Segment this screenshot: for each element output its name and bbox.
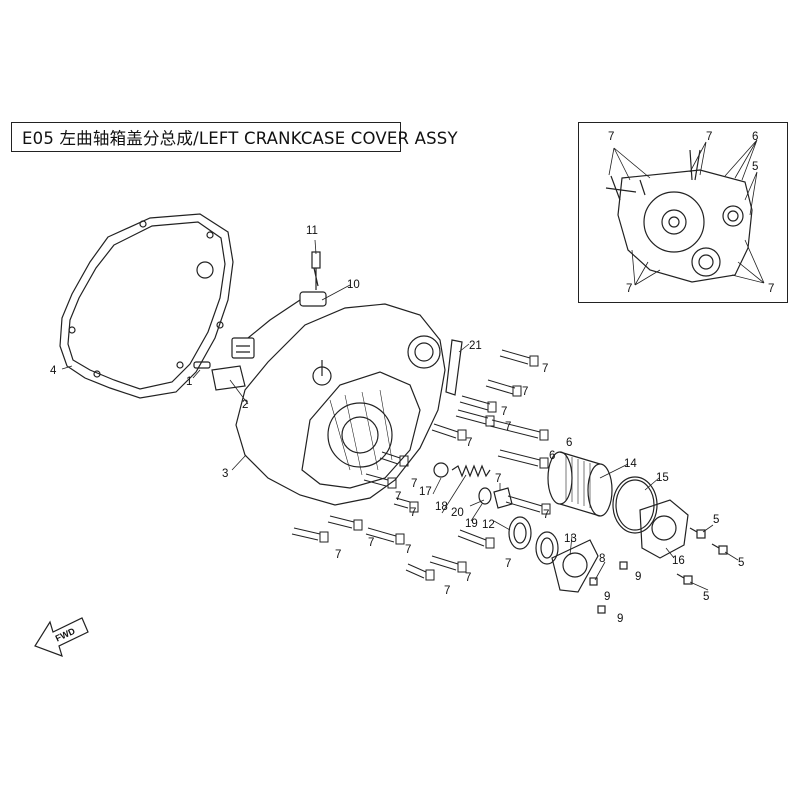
callout-19: 19 — [465, 518, 478, 530]
callout-7: 7 — [501, 406, 507, 418]
callout-16: 16 — [672, 555, 685, 567]
callout-7: 7 — [505, 558, 511, 570]
callout-2: 2 — [242, 399, 248, 411]
inset-callout: 6 — [752, 131, 758, 143]
callout-9: 9 — [617, 613, 623, 625]
callout-7: 7 — [522, 386, 528, 398]
leader-lines — [61, 239, 739, 591]
dowel-pin — [193, 361, 211, 369]
relief-valve-ball — [433, 462, 449, 478]
fwd-label: FWD — [54, 626, 77, 644]
callout-7: 7 — [368, 537, 374, 549]
inset-callout: 7 — [706, 131, 712, 143]
callout-17: 17 — [419, 486, 432, 498]
inset-callout: 7 — [768, 283, 774, 295]
callout-9: 9 — [635, 571, 641, 583]
oil-filter — [547, 451, 613, 517]
callout-4: 4 — [50, 365, 57, 377]
callout-7: 7 — [466, 437, 472, 449]
callout-13: 13 — [564, 533, 577, 545]
inset-callout: 7 — [626, 283, 632, 295]
callout-5: 5 — [738, 557, 744, 569]
callout-1: 1 — [186, 376, 192, 388]
retaining-plate — [445, 339, 463, 396]
callout-5: 5 — [713, 514, 719, 526]
callout-14: 14 — [624, 458, 637, 470]
plate-screws — [589, 561, 628, 614]
callout-8: 8 — [599, 553, 605, 565]
callout-7: 7 — [444, 585, 450, 597]
callout-7: 7 — [543, 509, 549, 521]
left-crankcase-cover — [235, 303, 446, 506]
callout-20: 20 — [451, 507, 464, 519]
sensor-bolt — [311, 251, 321, 290]
oil-seal — [508, 516, 559, 565]
callout-7: 7 — [405, 544, 411, 556]
callout-12: 12 — [482, 519, 495, 531]
diagram-title-box: E05 左曲轴箱盖分总成/LEFT CRANKCASE COVER ASSY — [11, 122, 458, 152]
callout-11: 11 — [306, 225, 318, 237]
callout-5: 5 — [703, 591, 709, 603]
locating-sleeve — [211, 365, 246, 391]
callout-10: 10 — [347, 279, 360, 291]
callout-7: 7 — [465, 572, 471, 584]
relief-valve-spring — [451, 464, 491, 478]
callout-7: 7 — [395, 491, 401, 503]
bearing-retainer-plate — [551, 539, 599, 593]
cover-bolts — [291, 349, 551, 581]
callout-labels: 7 7 6 5 7 7 1 2 3 4 5 5 5 6 6 7 7 7 7 7 … — [50, 131, 774, 644]
callout-3: 3 — [222, 468, 228, 480]
inset-callout: 7 — [608, 131, 614, 143]
speed-sensor — [231, 291, 327, 359]
callout-7: 7 — [495, 473, 501, 485]
callout-18: 18 — [435, 501, 448, 513]
filter-cover-bolts — [676, 527, 728, 585]
inset-assembled-cover — [605, 139, 765, 286]
valve-plug — [493, 487, 513, 509]
callout-9: 9 — [604, 591, 610, 603]
callout-15: 15 — [656, 472, 669, 484]
callout-7: 7 — [335, 549, 341, 561]
filter-cover — [639, 499, 689, 559]
callout-7: 7 — [411, 478, 417, 490]
valve-washer — [478, 487, 492, 505]
inset-callout: 5 — [752, 161, 758, 173]
fwd-arrow-icon — [34, 617, 89, 657]
callout-7: 7 — [505, 421, 511, 433]
callout-21: 21 — [469, 340, 482, 352]
callout-7: 7 — [410, 507, 416, 519]
diagram-title: E05 左曲轴箱盖分总成/LEFT CRANKCASE COVER ASSY — [22, 129, 458, 148]
callout-7: 7 — [542, 363, 548, 375]
callout-6: 6 — [549, 450, 555, 462]
cover-gasket — [59, 213, 234, 399]
callout-6: 6 — [566, 437, 572, 449]
